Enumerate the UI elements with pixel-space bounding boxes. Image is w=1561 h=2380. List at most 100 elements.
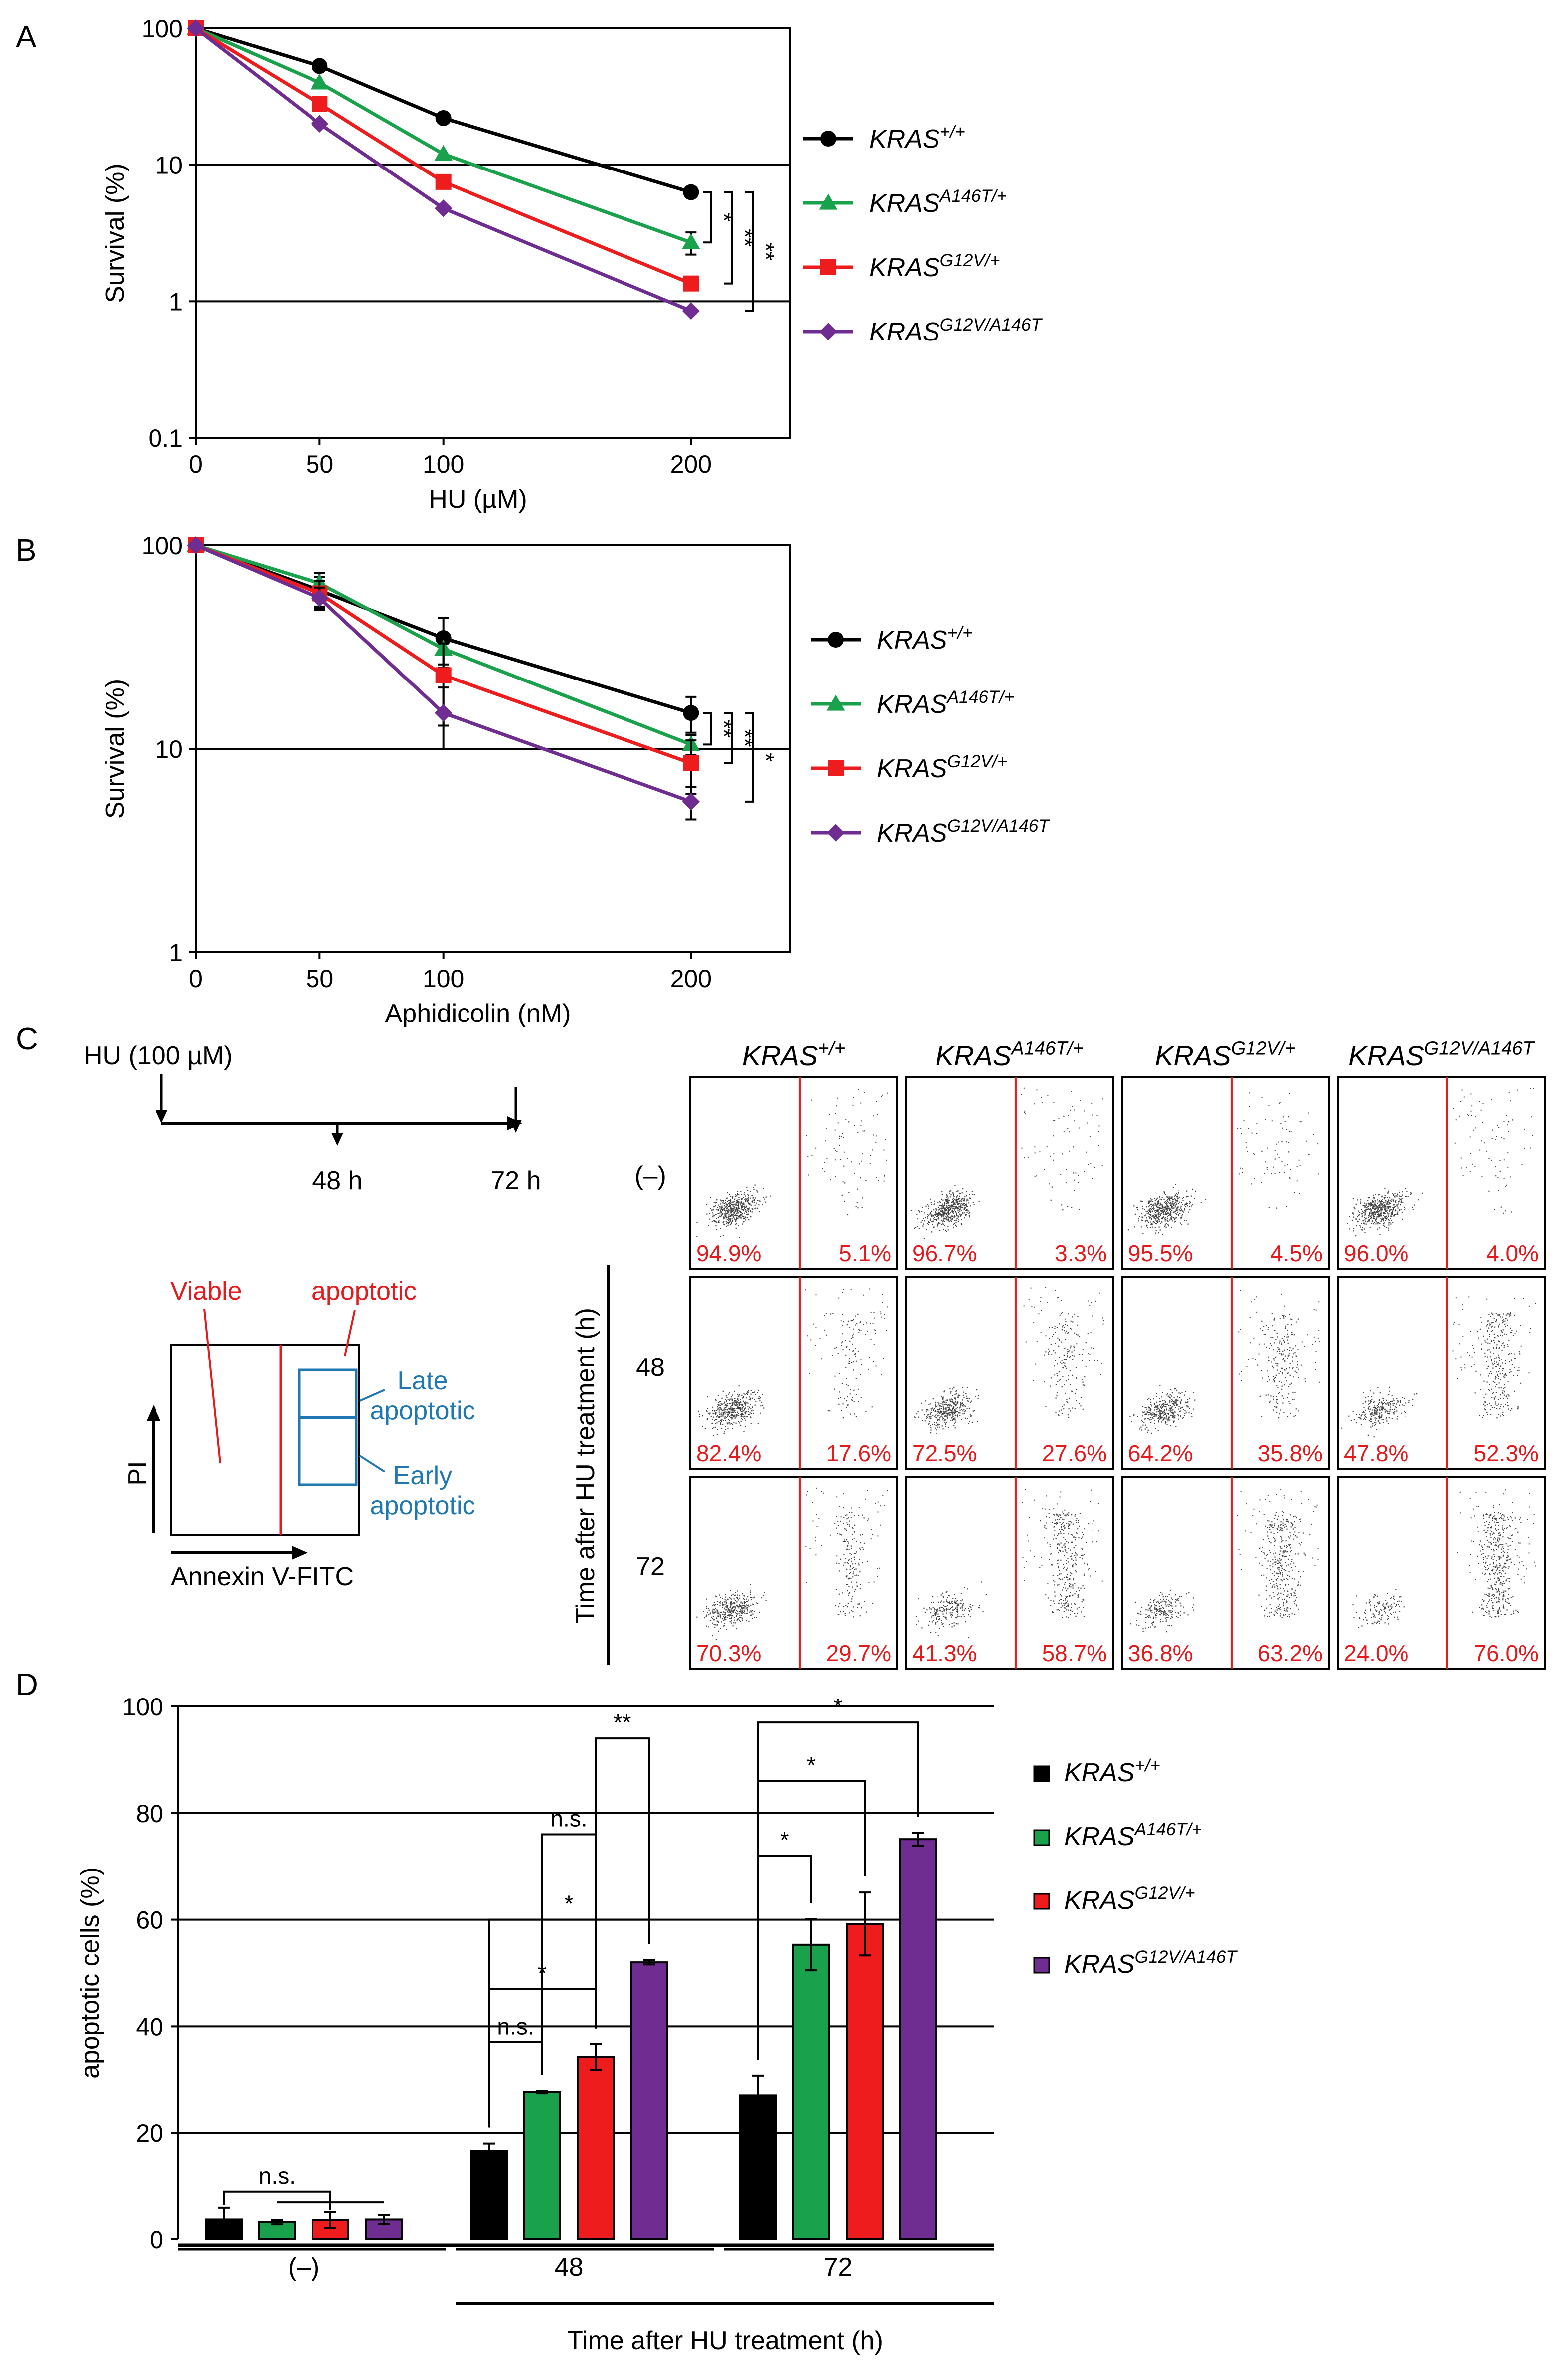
facs-plot: 24.0%76.0% <box>1337 1476 1546 1670</box>
bar <box>792 1943 830 2240</box>
gene-superscript: G12V/A146T <box>1135 1947 1238 1967</box>
facs-viable-pct: 95.5% <box>1128 1240 1193 1266</box>
legend-marker <box>828 760 844 776</box>
gene-name: KRAS <box>1155 1040 1231 1071</box>
gene-name: KRAS <box>877 626 947 655</box>
facs-plot-frame <box>905 1076 1114 1270</box>
schematic-annexin-arrow-head <box>292 1546 308 1560</box>
category-label: (–) <box>288 2253 320 2282</box>
facs-row-axis-title: Time after HU treatment (h) <box>571 1308 600 1624</box>
significance-bracket <box>745 712 754 803</box>
y-tick-label: 60 <box>136 1906 163 1934</box>
facs-plot: 72.5% 27.6% <box>905 1276 1114 1470</box>
significance-label: ** <box>753 243 779 261</box>
schematic-late-label: apoptotic <box>370 1396 475 1425</box>
facs-plot-frame <box>689 1076 898 1270</box>
facs-column-header: KRASG12V/A146T <box>1348 1038 1535 1071</box>
y-tick-label: 100 <box>142 532 183 560</box>
significance-bracket <box>703 712 712 746</box>
gene-name: KRAS <box>1064 1950 1135 1979</box>
gene-name: KRAS <box>869 189 940 218</box>
schematic-viable-label: Viable <box>170 1277 242 1306</box>
gene-superscript: G12V/+ <box>940 251 1000 270</box>
facs-plot: 82.4% 17.6% <box>689 1276 898 1470</box>
significance-bracket <box>541 1833 597 2075</box>
facs-row-label: (–) <box>634 1161 666 1190</box>
series-line <box>194 27 692 313</box>
gene-superscript: G12V/A146T <box>940 315 1043 335</box>
gene-name: KRAS <box>936 1040 1012 1071</box>
y-tick-label: 0.1 <box>148 424 183 452</box>
data-point <box>187 536 205 554</box>
gene-name: KRAS <box>742 1040 818 1071</box>
gene-superscript: +/+ <box>947 623 973 643</box>
legend-label: KRASA146T/+ <box>877 687 1014 719</box>
facs-apoptotic-pct: 27.6% <box>1042 1440 1107 1466</box>
data-point <box>311 115 328 133</box>
y-tick-label: 1 <box>169 939 183 967</box>
x-axis-label: Aphidicolin (nM) <box>385 999 571 1028</box>
facs-viable-pct: 64.2% <box>1128 1440 1193 1466</box>
schematic-quadrant <box>298 1368 358 1486</box>
y-tick-label: 100 <box>142 15 183 43</box>
legend-marker <box>819 323 837 340</box>
facs-plot-frame <box>1121 1476 1330 1670</box>
category-label: 48 <box>555 2253 584 2282</box>
bar <box>899 1838 937 2240</box>
data-point <box>312 58 328 74</box>
facs-events <box>1347 1088 1534 1237</box>
significance-label: n.s. <box>550 1806 587 1832</box>
legend-marker <box>828 632 844 648</box>
facs-plot: 94.9%5.1% <box>689 1076 898 1270</box>
gene-name: KRAS <box>1064 1822 1135 1851</box>
data-point <box>435 173 452 190</box>
facs-events <box>1127 1092 1319 1235</box>
timeline-tick-48-head <box>331 1133 343 1146</box>
bar <box>630 1961 668 2241</box>
series-line <box>195 543 692 765</box>
facs-plot: 64.2%35.8% <box>1121 1276 1330 1470</box>
legend-label: KRASG12V/A146T <box>877 816 1050 848</box>
y-tick-label: 100 <box>122 1693 163 1721</box>
facs-viable-pct: 82.4% <box>696 1440 761 1466</box>
gene-superscript: G12V/+ <box>1231 1038 1296 1059</box>
schematic-viable-pointer <box>203 1308 221 1464</box>
data-point <box>310 73 329 90</box>
data-point <box>682 302 700 320</box>
significance-bracket <box>745 191 754 312</box>
legend-swatch <box>1033 1765 1050 1782</box>
y-tick-label: 20 <box>136 2119 163 2147</box>
x-tick-label: 100 <box>423 965 464 993</box>
significance-label: * <box>753 753 779 762</box>
y-tick-label: 10 <box>155 735 183 763</box>
facs-plot-frame <box>1121 1276 1330 1470</box>
data-point <box>683 275 699 292</box>
schematic-pi-label: PI <box>123 1461 152 1485</box>
x-axis-label: Time after HU treatment (h) <box>567 2326 883 2355</box>
facs-plot: 95.5%4.5% <box>1121 1076 1330 1270</box>
facs-plot-frame <box>905 1276 1114 1470</box>
gene-superscript: +/+ <box>940 122 965 142</box>
timeline-tick-72-head <box>510 1120 522 1133</box>
facs-column-header: KRASG12V/+ <box>1155 1038 1296 1071</box>
y-axis-label: Survival (%) <box>101 163 130 303</box>
facs-plot: 96.0%4.0% <box>1337 1076 1546 1270</box>
gene-superscript: +/+ <box>1135 1756 1160 1775</box>
legend-swatch <box>1033 1829 1050 1846</box>
schematic-late-pointer <box>359 1389 385 1402</box>
facs-viable-pct: 72.5% <box>912 1440 977 1466</box>
facs-events <box>1130 1489 1319 1633</box>
significance-label: ** <box>732 729 758 747</box>
facs-events <box>1341 1296 1536 1438</box>
facs-plot-frame <box>1337 1476 1546 1670</box>
legend-label: KRASG12V/A146T <box>869 315 1043 346</box>
x-tick-label: 200 <box>670 965 712 993</box>
legend-label: KRAS+/+ <box>869 122 965 154</box>
panel-letter: C <box>16 1022 38 1056</box>
legend-label: KRASG12V/A146T <box>1064 1947 1238 1979</box>
facs-events <box>1352 1489 1536 1628</box>
facs-apoptotic-pct: 17.6% <box>826 1440 891 1466</box>
facs-plot: 47.8%52.3% <box>1337 1276 1546 1470</box>
schematic-box <box>170 1344 360 1536</box>
